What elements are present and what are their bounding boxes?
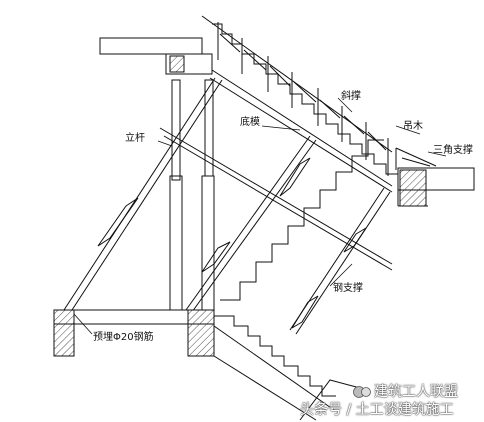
upper-landing-slab <box>99 37 213 75</box>
watermark-line-1: 建筑工人联盟 <box>374 384 458 400</box>
stair-slab-upper <box>201 15 398 193</box>
label-suspended-timber: 吊木 <box>403 121 423 132</box>
label-embedded-rebar: 预埋Φ20钢筋 <box>93 332 154 343</box>
leader-lines <box>73 97 447 335</box>
label-steel-brace: 钢支撑 <box>333 283 363 294</box>
label-vertical-pole: 立杆 <box>125 133 145 144</box>
watermark-logo-icon <box>353 386 371 398</box>
upper-stair-ties <box>217 22 389 176</box>
lower-right-floor-slab <box>397 167 475 207</box>
watermark-line-2: 头条号 / 土工谈建筑施工 <box>300 402 454 418</box>
lower-left-floor-slab <box>53 309 215 357</box>
ground-line <box>213 355 361 421</box>
steel-braces <box>97 135 391 335</box>
label-bottom-formwork: 底模 <box>240 117 260 128</box>
label-diagonal-brace: 斜撑 <box>341 91 361 102</box>
triangle-brace <box>395 147 437 170</box>
label-triangle-brace: 三角支撑 <box>433 145 473 156</box>
vertical-poles <box>169 79 215 311</box>
diagonal-braces <box>63 77 393 311</box>
stair-slab-lower <box>213 139 384 411</box>
